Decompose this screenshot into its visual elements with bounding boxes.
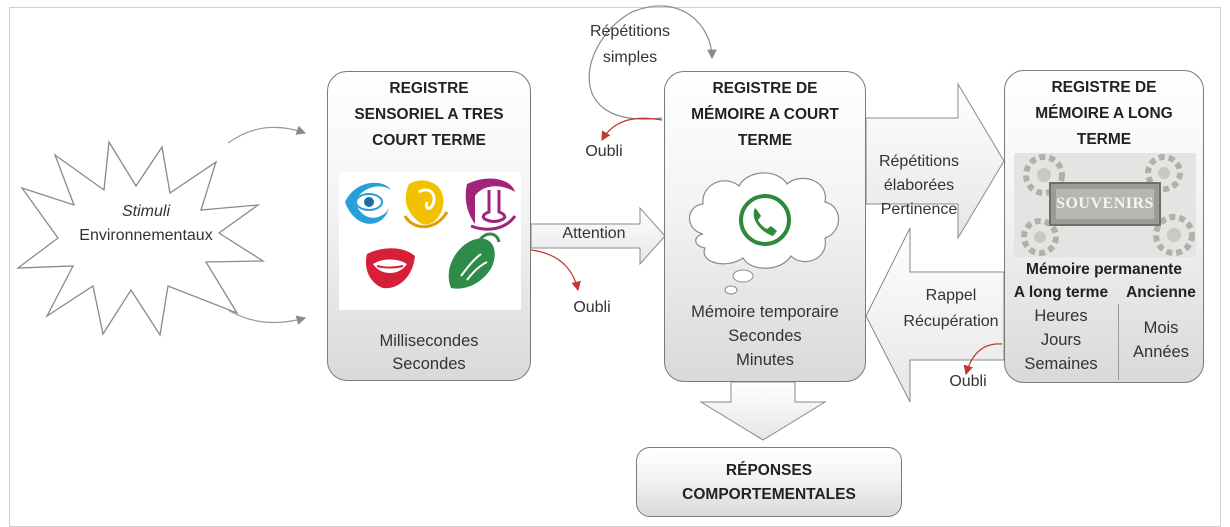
oubli-label-short-term: Oubli: [585, 143, 623, 160]
stimuli-label: Stimuli: [121, 203, 170, 220]
short-term-title-line-2: MÉMOIRE A COURT: [691, 106, 839, 123]
memory-model-diagram: Stimuli Environnementaux REGISTRE SENSOR…: [9, 5, 1221, 527]
long-term-left-item-1: Heures: [1034, 307, 1088, 325]
oubli-label-attention: Oubli: [573, 299, 611, 316]
long-term-column-divider: [1118, 304, 1119, 380]
stimuli-starburst: [15, 140, 266, 337]
thought-cloud: [688, 172, 840, 295]
short-term-time-1: Mémoire temporaire: [691, 303, 839, 321]
hand-icon: [448, 232, 501, 289]
ear-icon: [403, 180, 449, 229]
elaborated-repetitions-label-2: élaborées: [883, 177, 955, 194]
permanent-memory-label: Mémoire permanente: [1026, 261, 1182, 278]
short-term-title-line-3: TERME: [737, 132, 793, 149]
senses-image: [339, 172, 521, 310]
long-term-right-item-2: Années: [1133, 343, 1189, 361]
long-term-register-box: REGISTRE DE MÉMOIRE A LONG TERME: [1004, 70, 1204, 383]
attention-label: Attention: [562, 225, 626, 242]
long-term-column-left-header: A long terme: [1013, 284, 1109, 301]
long-term-title-line-3: TERME: [1076, 131, 1132, 148]
stimuli-sublabel: Environnementaux: [79, 227, 213, 244]
recall-label-2: Récupération: [903, 313, 999, 330]
souvenirs-sign-text: SOUVENIRS: [1056, 195, 1154, 212]
sensory-title-line-1: REGISTRE: [389, 80, 469, 97]
simple-repetitions-label-1: Répétitions: [589, 23, 671, 40]
sensory-title-line-2: SENSORIEL A TRES: [354, 106, 504, 123]
recall-label-1: Rappel: [925, 287, 977, 304]
long-term-left-item-3: Semaines: [1024, 355, 1098, 373]
stimuli-arrow-top: [227, 125, 307, 144]
short-term-time-3: Minutes: [736, 351, 794, 369]
elaborated-repetitions-arrow: [865, 82, 1005, 240]
elaborated-repetitions-label-3: Pertinence: [880, 201, 958, 218]
long-term-left-item-2: Jours: [1040, 331, 1082, 349]
behavioral-responses-box: RÉPONSES COMPORTEMENTALES: [636, 447, 902, 517]
souvenirs-sign-icon: [1049, 182, 1161, 226]
souvenirs-image: [1014, 153, 1196, 257]
short-term-title-line-1: REGISTRE DE: [712, 80, 818, 97]
sensory-time-1: Millisecondes: [379, 332, 479, 350]
oubli-arrow-short-term: [601, 117, 663, 142]
elaborated-repetitions-label-1: Répétitions: [878, 153, 960, 170]
phone-icon: [739, 194, 791, 246]
simple-repetitions-loop: [588, 5, 717, 120]
oubli-arrow-attention: [530, 249, 581, 292]
short-term-register-box: REGISTRE DE MÉMOIRE A COURT TERME Mémoir…: [664, 71, 866, 382]
short-term-time-2: Secondes: [728, 327, 802, 345]
long-term-title-line-2: MÉMOIRE A LONG: [1035, 105, 1173, 122]
oubli-arrow-recall: [963, 343, 1003, 376]
simple-repetitions-label-2: simples: [602, 49, 658, 66]
recall-arrow: [865, 227, 1005, 403]
responses-line-1: RÉPONSES: [725, 462, 813, 479]
responses-arrow: [699, 381, 827, 441]
eye-icon: [345, 182, 391, 224]
nose-icon: [465, 178, 517, 231]
long-term-column-right-header: Ancienne: [1126, 284, 1196, 301]
responses-line-2: COMPORTEMENTALES: [682, 486, 856, 503]
long-term-title-line-1: REGISTRE DE: [1051, 79, 1157, 96]
attention-arrow: [530, 206, 666, 266]
oubli-label-recall: Oubli: [949, 373, 987, 390]
sensory-time-2: Secondes: [392, 355, 466, 373]
sensory-register-box: REGISTRE SENSORIEL A TRES COURT TERME: [327, 71, 531, 381]
mouth-icon: [365, 248, 415, 289]
diagram-shapes: [15, 5, 1005, 441]
stimuli-arrow-bottom: [227, 309, 307, 325]
long-term-right-item-1: Mois: [1143, 319, 1179, 337]
sensory-title-line-3: COURT TERME: [372, 132, 486, 149]
